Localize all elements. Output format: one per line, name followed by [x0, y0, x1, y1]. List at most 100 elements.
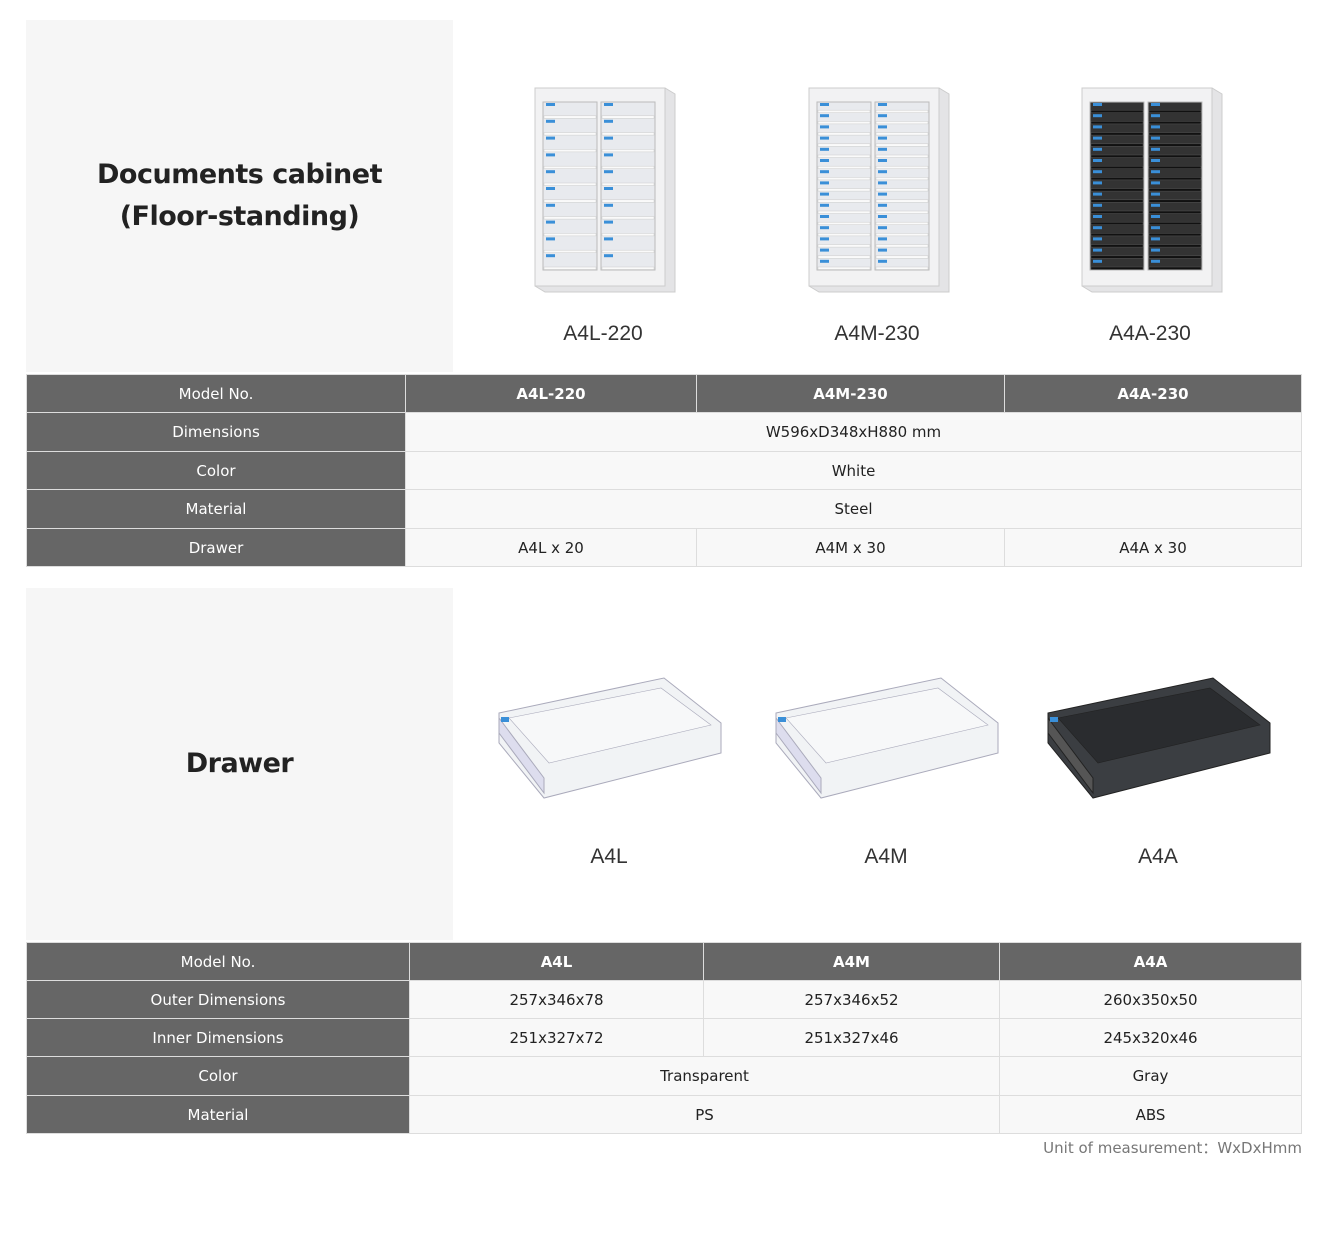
- drawer-front: [1090, 165, 1144, 169]
- drawer-tag: [604, 103, 613, 106]
- cabinet-image: [808, 87, 950, 293]
- drawer-image: [498, 677, 722, 799]
- tray-front: [1047, 716, 1094, 795]
- drawer-tag: [546, 153, 555, 157]
- drawer-tag: [1151, 259, 1160, 263]
- drawer-front: [543, 149, 597, 153]
- drawer-tag: [1093, 215, 1102, 218]
- drawer-tag: [878, 125, 887, 129]
- drawer-tag: [1151, 103, 1160, 106]
- drawer-tag: [820, 226, 829, 230]
- drawer-front: [817, 221, 871, 225]
- drawer-tag: [1093, 203, 1102, 207]
- drawer-tag: [1151, 170, 1160, 174]
- drawer-front: [1090, 199, 1144, 203]
- drawer-tag: [604, 119, 613, 123]
- drawer-tag: [878, 226, 887, 230]
- drawer-front: [875, 154, 929, 158]
- drawer-product-a4m[interactable]: A4M: [756, 673, 1016, 868]
- cell: 245x320x46: [999, 1018, 1302, 1057]
- drawer-product-a4a[interactable]: A4A: [1028, 673, 1288, 868]
- drawer-tag: [546, 187, 555, 190]
- drawer-front: [601, 149, 655, 153]
- drawer-tag: [1093, 136, 1102, 140]
- drawer-product-a4l[interactable]: A4L: [479, 673, 739, 868]
- drawer-front: [1148, 210, 1202, 214]
- header-cell: A4A: [999, 942, 1302, 981]
- drawer-image: [775, 677, 999, 799]
- drawer-tag: [546, 220, 555, 224]
- drawer-tag: [546, 136, 555, 140]
- drawer-front: [875, 109, 929, 113]
- drawer-tag: [546, 170, 555, 174]
- drawer-tag: [820, 181, 829, 185]
- cabinet-title-panel: Documents cabinet(Floor-standing): [26, 20, 453, 372]
- drawer-front: [1090, 255, 1144, 259]
- drawer-section: Drawer A4L A4M A4A: [26, 588, 1302, 940]
- drawer-front: [1090, 188, 1144, 192]
- drawer-tag: [820, 159, 829, 162]
- drawer-tag: [1151, 237, 1160, 241]
- drawer-front: [1148, 177, 1202, 181]
- drawer-tag: [1093, 181, 1102, 185]
- drawer-tag: [820, 248, 829, 252]
- drawer-tag: [604, 220, 613, 224]
- drawer-tag: [604, 203, 613, 207]
- drawer-front: [817, 109, 871, 113]
- drawer-front: [601, 249, 655, 253]
- row-label: Drawer: [26, 528, 406, 567]
- drawer-tag: [878, 147, 887, 151]
- drawer-tag: [820, 237, 829, 241]
- cabinet-product-a4l[interactable]: A4L-220: [473, 80, 733, 345]
- drawer-front: [1148, 244, 1202, 248]
- row-label: Material: [26, 489, 406, 529]
- title-line: Documents cabinet: [97, 159, 382, 190]
- unit-note: Unit of measurement：WxDxHmm: [1043, 1139, 1302, 1157]
- drawer-tag: [1151, 136, 1160, 140]
- row-label: Inner Dimensions: [26, 1018, 410, 1057]
- drawer-tag: [546, 254, 555, 258]
- drawer-tag: [878, 181, 887, 185]
- tray-front: [775, 716, 822, 795]
- cabinet-product-a4m[interactable]: A4M-230: [747, 80, 1007, 345]
- drawer-tag: [546, 103, 555, 106]
- cabinet-product-a4a[interactable]: A4A-230: [1020, 80, 1280, 345]
- drawer-front: [601, 132, 655, 136]
- cell: 251x327x72: [409, 1018, 704, 1057]
- row-label: Material: [26, 1095, 410, 1134]
- drawer-front: [817, 177, 871, 181]
- drawer-tag: [820, 147, 829, 151]
- drawer-front: [543, 182, 597, 186]
- drawer-front: [543, 249, 597, 253]
- tray-tag: [501, 717, 509, 722]
- drawer-tag: [604, 136, 613, 140]
- drawer-tag: [878, 203, 887, 207]
- cell: Steel: [405, 489, 1302, 529]
- drawer-front: [1090, 233, 1144, 237]
- drawer-tag: [820, 203, 829, 207]
- row-label: Color: [26, 451, 406, 490]
- drawer-tag: [1151, 192, 1160, 196]
- drawer-tag: [1151, 125, 1160, 129]
- header-cell: A4A-230: [1004, 374, 1302, 413]
- drawer-front: [875, 143, 929, 147]
- drawer-tag: [1093, 237, 1102, 241]
- drawer-image: [1047, 677, 1271, 799]
- drawer-tag: [878, 103, 887, 106]
- drawer-tag: [1093, 170, 1102, 174]
- cabinet-section: Documents cabinet(Floor-standing) A4L-22…: [26, 20, 1302, 372]
- drawer-tag: [878, 248, 887, 252]
- drawer-tag: [1093, 226, 1102, 230]
- tray-inner: [1057, 687, 1261, 764]
- drawer-front: [543, 233, 597, 237]
- drawer-tag: [1093, 103, 1102, 106]
- drawer-front: [817, 121, 871, 125]
- cabinet-column: [542, 101, 598, 271]
- drawer-front: [1090, 266, 1144, 270]
- tray-inner: [785, 687, 989, 764]
- drawer-tag: [1093, 159, 1102, 162]
